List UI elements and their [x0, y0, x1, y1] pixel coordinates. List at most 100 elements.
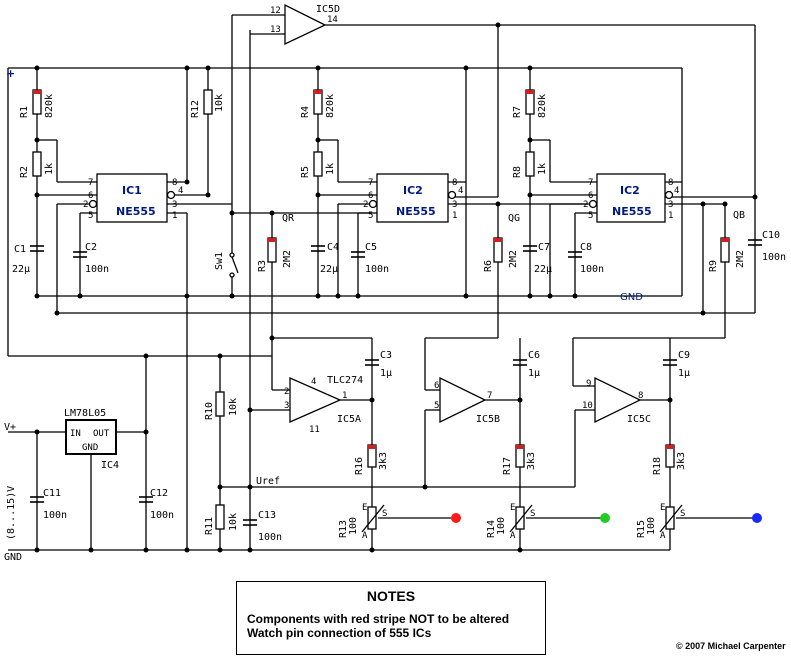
ic2-type: NE555 [396, 205, 436, 218]
plus-label: + [6, 67, 15, 80]
c5-ref: C5 [365, 242, 377, 253]
svg-text:1: 1 [452, 211, 457, 221]
r12-ref: R12 [190, 100, 201, 118]
c6-value: 1µ [528, 368, 540, 379]
r11-ref: R11 [204, 517, 215, 535]
svg-text:1: 1 [342, 391, 347, 401]
potentiometers [361, 504, 683, 533]
r10-ref: R10 [204, 402, 215, 420]
svg-text:7: 7 [88, 178, 93, 188]
r7-value: 820k [537, 94, 548, 118]
c9-ref: C9 [678, 350, 690, 361]
r8-ref: R8 [512, 166, 523, 178]
notes-line-1: Components with red stripe NOT to be alt… [247, 612, 510, 626]
r17-ref: R17 [502, 457, 513, 475]
qg-label: QG [508, 213, 520, 224]
r18-value: 3k3 [676, 452, 687, 470]
r13-ref: R13 [338, 520, 349, 538]
svg-text:6: 6 [368, 191, 373, 201]
led-blue [752, 513, 762, 523]
svg-text:E: E [510, 503, 515, 513]
svg-text:2: 2 [284, 387, 289, 397]
r9-value: 2M2 [735, 250, 746, 268]
resistors [32, 89, 730, 530]
ic3-type: NE555 [612, 205, 652, 218]
uref-label: Uref [256, 476, 280, 487]
c3-ref: C3 [380, 350, 392, 361]
r1-ref: R1 [19, 106, 30, 118]
notes-line-2: Watch pin connection of 555 ICs [247, 626, 432, 640]
r6-ref: R6 [483, 260, 494, 272]
gnd-label: GND [4, 552, 22, 563]
r4-value: 820k [325, 94, 336, 118]
timer-ics [88, 173, 674, 223]
c8-ref: C8 [580, 242, 592, 253]
regulator-in: IN [70, 429, 81, 439]
led-red [451, 513, 461, 523]
ic5d-label: IC5D [316, 4, 340, 15]
svg-text:4: 4 [674, 186, 679, 196]
r11-value: 10k [228, 513, 239, 531]
capacitors [30, 239, 762, 526]
r13-value: 100 [348, 517, 359, 535]
r5-value: 1k [325, 163, 336, 175]
r1-value: 820k [44, 94, 55, 118]
r2-value: 1k [44, 163, 55, 175]
r4-ref: R4 [300, 106, 311, 118]
c7-ref: C7 [538, 242, 550, 253]
regulator-box [65, 419, 117, 455]
pot-pin-letters: EAS EAS EAS [362, 503, 685, 541]
svg-text:13: 13 [270, 25, 281, 35]
ic1-ref: IC1 [122, 184, 142, 197]
regulator-ref: IC4 [101, 460, 119, 471]
regulator-gnd: GND [82, 443, 98, 453]
wires [7, 14, 757, 551]
r15-ref: R15 [636, 520, 647, 538]
r3-value: 2M2 [282, 250, 293, 268]
svg-text:4: 4 [311, 377, 316, 387]
sw1-label: Sw1 [214, 252, 225, 270]
vplus-label: V+ [4, 422, 16, 433]
r2-ref: R2 [19, 166, 30, 178]
r7-ref: R7 [512, 106, 523, 118]
c13-value: 100n [258, 532, 282, 543]
qb-label: QB [733, 210, 745, 221]
r14-value: 100 [496, 517, 507, 535]
svg-text:5: 5 [368, 211, 373, 221]
svg-text:1: 1 [668, 211, 673, 221]
svg-text:3: 3 [172, 200, 177, 210]
svg-text:12: 12 [270, 6, 281, 16]
c9-value: 1µ [678, 368, 690, 379]
regulator-name: LM78L05 [64, 408, 106, 419]
c4-value: 22µ [320, 264, 338, 275]
svg-text:2: 2 [363, 200, 368, 210]
svg-text:8: 8 [668, 178, 673, 188]
svg-text:11: 11 [309, 425, 320, 435]
ic5a-ref: IC5A [337, 414, 361, 425]
r5-ref: R5 [300, 166, 311, 178]
ic5b-ref: IC5B [476, 414, 500, 425]
svg-text:10: 10 [582, 401, 593, 411]
r14-ref: R14 [486, 520, 497, 538]
ic1-type: NE555 [116, 205, 156, 218]
r8-value: 1k [537, 163, 548, 175]
notes-box: NOTES Components with red stripe NOT to … [236, 581, 546, 655]
r16-ref: R16 [354, 457, 365, 475]
c11-ref: C11 [43, 488, 61, 499]
c2-ref: C2 [85, 242, 97, 253]
c12-value: 100n [150, 510, 174, 521]
svg-text:S: S [382, 509, 387, 519]
r15-value: 100 [646, 517, 657, 535]
svg-text:6: 6 [88, 191, 93, 201]
svg-text:A: A [660, 531, 666, 541]
c10-value: 100n [762, 252, 786, 263]
svg-text:7: 7 [368, 178, 373, 188]
svg-text:8: 8 [452, 178, 457, 188]
r9-ref: R9 [708, 260, 719, 272]
c6-ref: C6 [528, 350, 540, 361]
vrange-label: (8...15)V [6, 486, 17, 540]
svg-text:8: 8 [638, 391, 643, 401]
r16-value: 3k3 [378, 452, 389, 470]
c13-ref: C13 [258, 510, 276, 521]
